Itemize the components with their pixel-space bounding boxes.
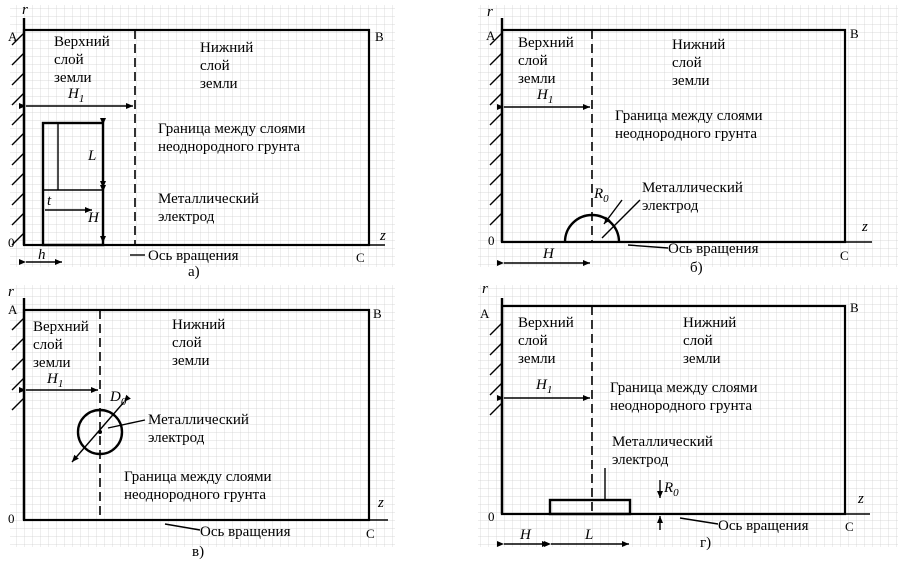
r-axis-label: r [22, 2, 28, 18]
panel-a: A B C 0 r z Верхний слой земли Нижний сл… [8, 2, 395, 280]
h-label: H [542, 246, 555, 262]
domain-boundary [22, 28, 371, 247]
upper-layer-label: Верхний слой земли [54, 34, 114, 86]
h-label: H [87, 210, 100, 226]
caption-v: в) [192, 544, 204, 560]
caption-b: б) [690, 260, 703, 276]
domain-boundary [500, 28, 847, 244]
point-b: B [850, 300, 859, 315]
grid-background [478, 5, 898, 267]
h1-label: H1 [536, 87, 553, 106]
hatching [11, 317, 25, 411]
origin-label: 0 [8, 511, 15, 526]
h1-label: H1 [535, 377, 552, 396]
grid-background [478, 285, 898, 547]
axis-label: Ось вращения [200, 524, 291, 540]
z-axis-label: z [379, 228, 386, 244]
leader-line [679, 517, 719, 525]
l-label: L [584, 527, 593, 543]
point-a: A [8, 302, 18, 317]
h1-label: H1 [67, 86, 84, 105]
leader-line [601, 199, 641, 239]
caption-a: а) [188, 264, 200, 280]
upper-layer-label: Верхний слой земли [518, 35, 578, 87]
point-c: C [356, 250, 365, 265]
boundary-label: Граница между слоями неоднородного грунт… [124, 469, 275, 503]
hatching [489, 322, 503, 416]
r-axis-label: r [482, 281, 488, 297]
leader-line [164, 523, 201, 531]
point-b: B [850, 26, 859, 41]
point-b: B [373, 306, 382, 321]
r-axis-label: r [487, 4, 493, 20]
t-label: t [47, 193, 52, 209]
domain-boundary [500, 304, 847, 516]
panel-v: A B C 0 r z Верхний слой земли Нижний сл… [8, 284, 395, 560]
electrode-label: Металлический электрод [612, 434, 717, 468]
h1-label: H1 [46, 371, 63, 390]
boundary-label: Граница между слоями неоднородного грунт… [158, 121, 309, 155]
hatching [489, 32, 503, 226]
l-label: L [87, 148, 96, 164]
dim-r0 [603, 199, 623, 225]
axis-label: Ось вращения [148, 248, 239, 264]
r-axis-label: r [8, 284, 14, 300]
point-a: A [486, 28, 496, 43]
boundary-label: Граница между слоями неоднородного грунт… [615, 108, 766, 142]
point-a: A [480, 306, 490, 321]
electrode-label: Металлический электрод [148, 412, 253, 446]
origin-label: 0 [488, 509, 495, 524]
upper-layer-label: Верхний слой земли [33, 319, 93, 371]
lower-layer-label: Нижний слой земли [172, 317, 229, 369]
axis-label: Ось вращения [718, 518, 809, 534]
d0-label: D0 [109, 389, 127, 408]
lower-layer-label: Нижний слой земли [200, 40, 257, 92]
h-label: H [519, 527, 532, 543]
panel-g: A B C 0 r z Верхний слой земли Нижний сл… [478, 281, 898, 551]
z-axis-label: z [377, 495, 384, 511]
r0-label: R0 [663, 480, 679, 499]
dim-d0 [71, 394, 131, 463]
hatching [11, 32, 25, 246]
lower-layer-label: Нижний слой земли [672, 37, 729, 89]
origin-label: 0 [488, 233, 495, 248]
boundary-label: Граница между слоями неоднородного грунт… [610, 380, 761, 414]
h-small-label: h [38, 247, 46, 263]
point-c: C [840, 248, 849, 263]
grid-background [10, 5, 395, 267]
leader-line [107, 419, 146, 429]
electrode-hemisphere [563, 213, 621, 243]
electrode-label: Металлический электрод [158, 191, 263, 225]
z-axis-label: z [857, 491, 864, 507]
domain-boundary [22, 308, 371, 522]
lower-layer-label: Нижний слой земли [683, 315, 740, 367]
axis-label: Ось вращения [668, 241, 759, 257]
r0-label: R0 [593, 186, 609, 205]
point-a: A [8, 29, 18, 44]
electrode-cylinder [548, 498, 632, 516]
z-axis-label: z [861, 219, 868, 235]
leader-line [627, 244, 669, 249]
electrode-label: Металлический электрод [642, 180, 747, 214]
origin-label: 0 [8, 235, 15, 250]
upper-layer-label: Верхний слой земли [518, 315, 578, 367]
point-c: C [845, 519, 854, 534]
point-b: B [375, 29, 384, 44]
point-c: C [366, 526, 375, 541]
caption-g: г) [700, 535, 711, 551]
panel-b: A B C 0 r z Верхний слой земли Нижний сл… [478, 4, 898, 276]
